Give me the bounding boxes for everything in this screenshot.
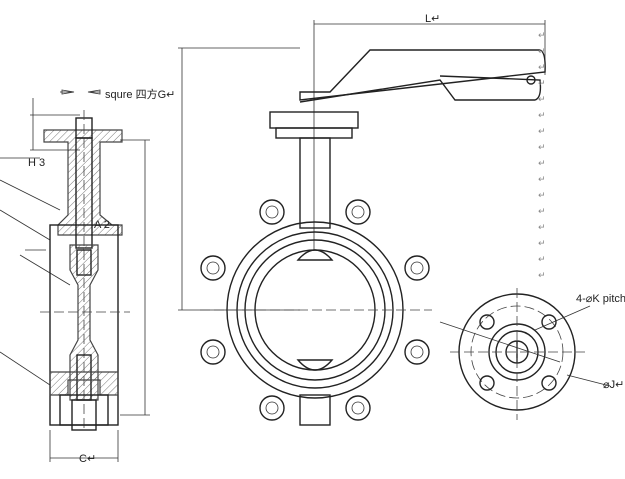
svg-text:↵: ↵ xyxy=(538,191,546,201)
return-marks: ↵ ↵ ↵ ↵ ↵ ↵ ↵ ↵ ↵ ↵ ↵ ↵ ↵ ↵ ↵ ↵ xyxy=(538,31,546,281)
svg-text:↵: ↵ xyxy=(538,239,546,249)
svg-text:↵: ↵ xyxy=(538,95,546,105)
svg-text:↵: ↵ xyxy=(538,271,546,281)
label-h3: H 3 xyxy=(28,157,45,169)
front-view: L↵ xyxy=(178,13,546,426)
label-k-pitch: 4-⌀K pitch xyxy=(576,293,625,305)
lug-bolt-holes xyxy=(200,199,430,421)
svg-text:↵: ↵ xyxy=(538,31,546,41)
label-l: L↵ xyxy=(425,13,440,25)
svg-text:↵: ↵ xyxy=(538,207,546,217)
svg-text:↵: ↵ xyxy=(538,79,546,89)
svg-text:↵: ↵ xyxy=(538,159,546,169)
svg-text:↵: ↵ xyxy=(538,127,546,137)
side-section-view: squre 四方G↵ H 3 A 2 C↵ xyxy=(0,87,175,465)
svg-text:↵: ↵ xyxy=(538,223,546,233)
svg-text:↵: ↵ xyxy=(538,175,546,185)
svg-text:↵: ↵ xyxy=(538,47,546,57)
top-flange-view: 4-⌀K pitch ⌀J↵ xyxy=(439,288,625,420)
label-c: C↵ xyxy=(79,453,96,465)
svg-text:↵: ↵ xyxy=(538,143,546,153)
svg-text:↵: ↵ xyxy=(538,63,546,73)
svg-text:↵: ↵ xyxy=(538,255,546,265)
label-j: ⌀J↵ xyxy=(603,379,624,391)
svg-text:↵: ↵ xyxy=(538,111,546,121)
label-square-g: squre 四方G↵ xyxy=(105,87,175,101)
